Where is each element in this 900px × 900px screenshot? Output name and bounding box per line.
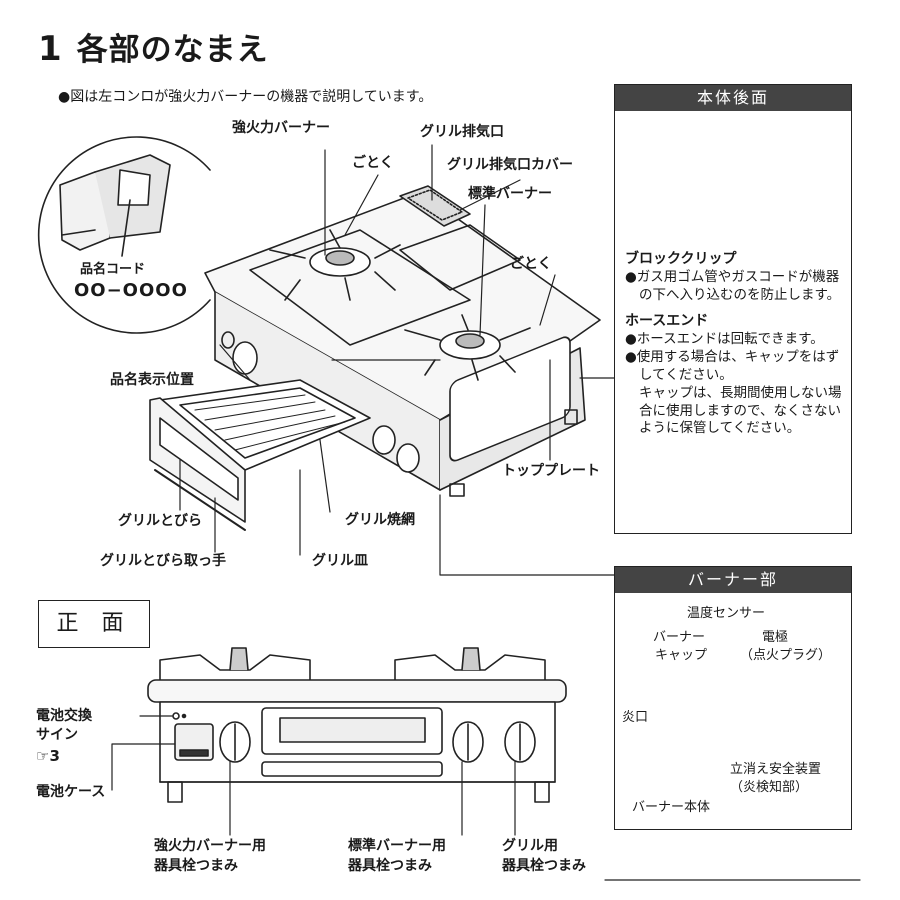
rear-view-box: 本体後面 ブロッククリップ ●ガス用ゴム管やガスコードが機器の下へ入り込むのを防… xyxy=(614,84,852,534)
grill-tray xyxy=(149,379,371,531)
label-burner-cap-2: キャップ xyxy=(655,648,708,663)
section-number: 1 xyxy=(38,29,63,69)
label-standard-knob-2: 器具栓つまみ xyxy=(348,858,432,874)
page-title: 1 各部のなまえ xyxy=(38,24,269,69)
label-grill-knob-1: グリル用 xyxy=(502,838,558,854)
burner-detail-box: バーナー部 xyxy=(614,566,852,830)
block-clip-description: ●ガス用ゴム管やガスコードが機器の下へ入り込むのを防止します。 xyxy=(625,268,841,303)
label-grill-door-handle: グリルとびら取っ手 xyxy=(100,553,226,569)
label-top-plate: トッププレート xyxy=(502,463,600,479)
hose-end-description-2: ●使用する場合は、キャップをはずしてください。 xyxy=(625,349,840,383)
rear-view-header: 本体後面 xyxy=(615,85,851,111)
label-battery-sign-1: 電池交換 xyxy=(36,708,92,724)
label-battery-sign-2: サイン xyxy=(36,727,78,743)
label-grill-exhaust-cover: グリル排気口カバー xyxy=(447,157,573,173)
label-strong-burner: 強火力バーナー xyxy=(232,120,330,136)
rear-view-text: ブロッククリップ ●ガス用ゴム管やガスコードが機器の下へ入り込むのを防止します。… xyxy=(625,250,845,438)
label-temp-sensor: 温度センサー xyxy=(687,606,766,621)
label-strong-knob-1: 強火力バーナー用 xyxy=(154,838,266,854)
label-burner-body: バーナー本体 xyxy=(632,800,711,815)
label-burner-cap-1: バーナー xyxy=(653,630,706,645)
label-gotoku-2: ごとく xyxy=(510,256,552,272)
label-grill-pan: グリル皿 xyxy=(312,553,368,569)
label-grill-knob-2: 器具栓つまみ xyxy=(502,858,586,874)
front-view-title: 正 面 xyxy=(38,600,150,648)
hose-end-description-1: ●ホースエンドは回転できます。 xyxy=(625,331,824,348)
note-text: ●図は左コンロが強火力バーナーの機器で説明しています。 xyxy=(58,89,433,105)
label-block-clip: ブロッククリップ xyxy=(625,251,737,267)
label-grill-door: グリルとびら xyxy=(118,513,202,529)
label-safety-device-2: （炎検知部） xyxy=(730,780,809,795)
label-grill-exhaust: グリル排気口 xyxy=(420,124,504,140)
label-flame-port: 炎口 xyxy=(622,710,649,725)
label-standard-knob-1: 標準バーナー用 xyxy=(348,838,446,854)
label-hose-end: ホースエンド xyxy=(625,313,709,330)
label-product-code: 品名コード xyxy=(80,262,146,277)
label-battery-ref: ☞3 xyxy=(36,747,60,765)
label-safety-device-1: 立消え安全装置 xyxy=(730,762,822,777)
label-battery-case: 電池ケース xyxy=(36,784,106,800)
leader-lines xyxy=(179,144,621,576)
label-gotoku-1: ごとく xyxy=(352,155,394,171)
stove-body xyxy=(204,185,601,497)
front-view-drawing xyxy=(111,647,861,881)
label-electrode-2: （点火プラグ） xyxy=(740,648,832,663)
label-electrode-1: 電極 xyxy=(762,630,789,645)
label-strong-knob-2: 器具栓つまみ xyxy=(154,858,238,874)
label-grill-grate: グリル焼網 xyxy=(345,512,415,528)
label-product-code-value: OO−OOOO xyxy=(74,280,188,301)
burner-detail-header: バーナー部 xyxy=(615,567,851,593)
product-code-magnifier xyxy=(37,136,211,334)
section-title: 各部のなまえ xyxy=(76,32,269,68)
hose-end-description-3: キャップは、長期間使用しない場合に使用しますので、なくさないように保管してくださ… xyxy=(639,384,842,437)
label-standard-burner: 標準バーナー xyxy=(468,186,552,202)
label-name-display-position: 品名表示位置 xyxy=(110,372,194,388)
